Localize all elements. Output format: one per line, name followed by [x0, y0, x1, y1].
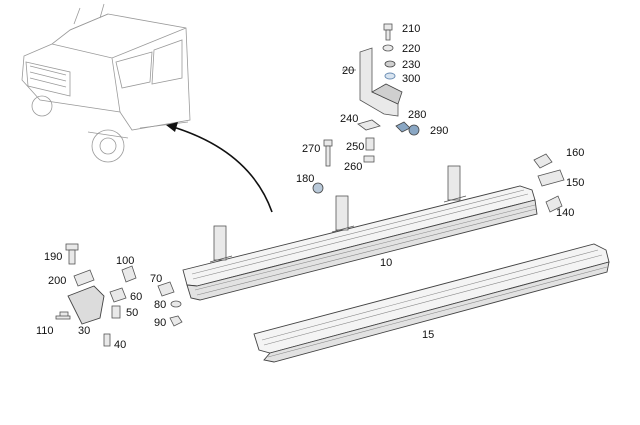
callout-200: 200: [48, 275, 66, 287]
callout-110: 110: [36, 325, 54, 337]
callout-labels: 210 220 20 230 300 240 280 290 270 250 2…: [36, 23, 584, 351]
callout-90: 90: [154, 317, 166, 329]
callout-160: 160: [566, 147, 584, 159]
bracket-assembly-20: [312, 23, 420, 194]
callout-15: 15: [422, 329, 434, 341]
callout-220: 220: [402, 43, 420, 55]
callout-80: 80: [154, 299, 166, 311]
callout-260: 260: [344, 161, 362, 173]
callout-290: 290: [430, 125, 448, 137]
clips-right: [533, 153, 565, 213]
callout-250: 250: [346, 141, 364, 153]
vehicle-sketch: [21, 3, 191, 163]
callout-50: 50: [126, 307, 138, 319]
callout-20: 20: [342, 65, 354, 77]
callout-10: 10: [380, 257, 392, 269]
callout-150: 150: [566, 177, 584, 189]
callout-270: 270: [302, 143, 320, 155]
running-board-10: [182, 165, 538, 301]
callout-190: 190: [44, 251, 62, 263]
callout-100: 100: [116, 255, 134, 267]
callout-280: 280: [408, 109, 426, 121]
callout-180: 180: [296, 173, 314, 185]
end-cap-assembly: [55, 243, 183, 347]
callout-140: 140: [556, 207, 574, 219]
callout-210: 210: [402, 23, 420, 35]
callout-70: 70: [150, 273, 162, 285]
running-board-15: [253, 243, 610, 363]
callout-30: 30: [78, 325, 90, 337]
callout-60: 60: [130, 291, 142, 303]
callout-40: 40: [114, 339, 126, 351]
callout-240: 240: [340, 113, 358, 125]
callout-300: 300: [402, 73, 420, 85]
callout-230: 230: [402, 59, 420, 71]
location-arrow: [166, 122, 273, 213]
